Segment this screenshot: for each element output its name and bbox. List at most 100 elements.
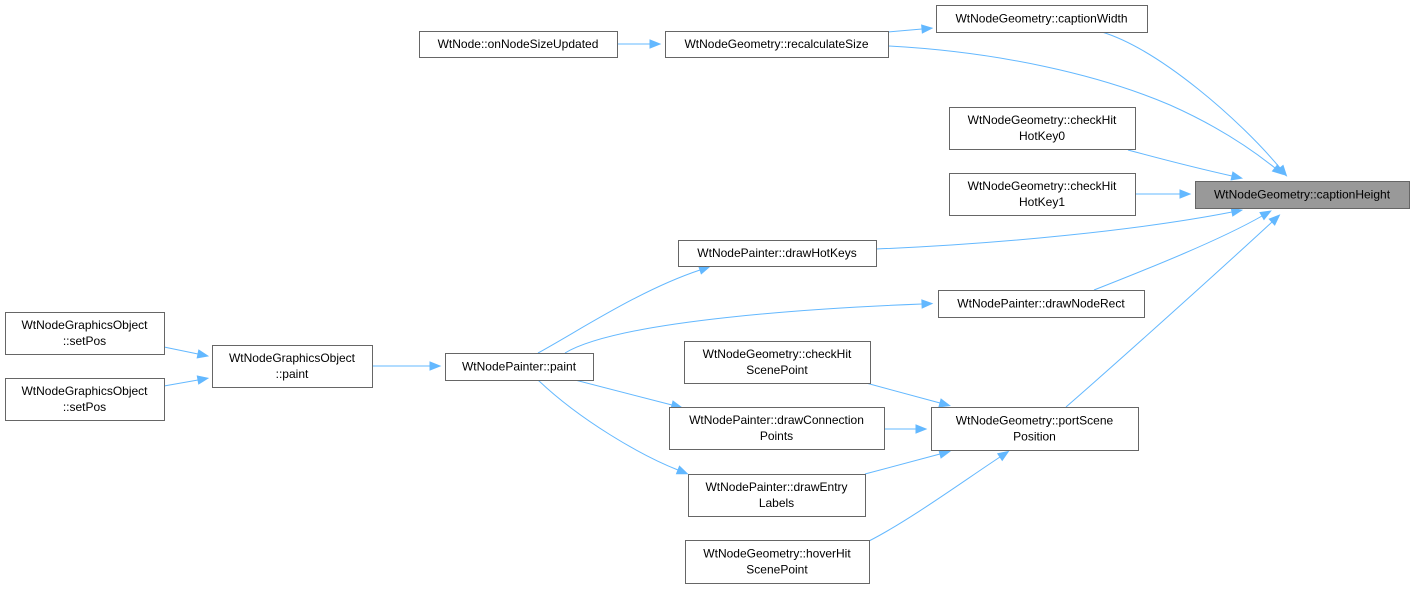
edge-draw_hotkeys-to-caption_height (875, 207, 1244, 250)
edge-line (887, 45, 1276, 169)
arrowhead (649, 39, 662, 49)
node-box[interactable] (685, 540, 870, 584)
node-label: WtNodeGeometry::checkHit (703, 347, 852, 361)
node-label: WtNodePainter::drawEntry (705, 480, 847, 494)
edge-paint_painter-to-draw_node_rect (564, 299, 934, 354)
node-caption-height[interactable]: WtNodeGeometry::captionHeight (1195, 181, 1410, 209)
arrowhead (429, 361, 442, 371)
edge-check_hit_hotkey1-to-caption_height (1135, 189, 1192, 199)
arrowhead (1179, 189, 1192, 199)
node-label: Position (1013, 430, 1056, 444)
node-box[interactable] (949, 173, 1136, 216)
arrowhead (698, 265, 711, 275)
edges-layer (163, 24, 1288, 542)
node-label: WtNodePainter::drawHotKeys (697, 246, 856, 260)
edge-draw_connection_points-to-port_scene_position (884, 424, 928, 434)
node-paint-painter[interactable]: WtNodePainter::paint (445, 353, 594, 381)
node-box[interactable] (419, 31, 618, 58)
node-box[interactable] (5, 312, 165, 355)
arrowhead (921, 24, 934, 34)
edge-hover_hit_scene_point-to-port_scene_position (868, 450, 1010, 542)
node-label: WtNodeGeometry::recalculateSize (684, 37, 868, 51)
node-label: ScenePoint (746, 363, 808, 377)
arrowhead (938, 449, 951, 459)
edge-paint_painter-to-draw_entry_labels (537, 379, 689, 475)
node-label: WtNodeGraphicsObject (21, 384, 148, 398)
node-set-pos-2[interactable]: WtNodeGraphicsObject::setPos (5, 378, 165, 421)
node-paint-graphics[interactable]: WtNodeGraphicsObject::paint (212, 345, 373, 388)
arrowhead (915, 424, 928, 434)
node-box[interactable] (5, 378, 165, 421)
edge-line (864, 453, 941, 475)
edge-draw_node_rect-to-caption_height (1093, 210, 1272, 291)
node-box[interactable] (936, 5, 1148, 33)
node-label: Points (760, 429, 793, 443)
node-label: ::paint (276, 367, 309, 381)
node-label: WtNodePainter::paint (462, 360, 577, 374)
arrowhead (196, 349, 210, 359)
arrowhead (1268, 214, 1281, 226)
node-box[interactable] (665, 31, 889, 58)
node-box[interactable] (445, 353, 594, 381)
edge-paint_painter-to-draw_hotkeys (537, 265, 711, 354)
edge-paint_graphics-to-paint_painter (372, 361, 442, 371)
edge-port_scene_position-to-caption_height (1065, 214, 1281, 408)
nodes-layer: WtNodeGeometry::captionHeightWtNodeGeome… (5, 5, 1410, 584)
node-draw-node-rect[interactable]: WtNodePainter::drawNodeRect (938, 290, 1145, 318)
node-label: ::setPos (63, 334, 106, 348)
node-set-pos-1[interactable]: WtNodeGraphicsObject::setPos (5, 312, 165, 355)
arrowhead (675, 465, 689, 475)
node-box[interactable] (212, 345, 373, 388)
edge-recalculate_size-to-caption_width (887, 24, 934, 34)
node-box[interactable] (949, 107, 1136, 150)
edge-line (887, 28, 923, 33)
arrowhead (196, 375, 210, 385)
edge-line (564, 303, 923, 354)
node-label: WtNodeGeometry::checkHit (968, 113, 1117, 127)
node-label: WtNodeGeometry::captionWidth (955, 12, 1127, 26)
node-label: ::setPos (63, 400, 106, 414)
node-label: WtNodeGraphicsObject (21, 318, 148, 332)
node-box[interactable] (684, 341, 871, 384)
edge-line (1093, 215, 1263, 291)
node-recalculate-size[interactable]: WtNodeGeometry::recalculateSize (665, 31, 889, 58)
arrowhead (1230, 207, 1244, 217)
edge-line (163, 379, 199, 387)
edge-line (1101, 31, 1281, 169)
node-caption-width[interactable]: WtNodeGeometry::captionWidth (936, 5, 1148, 33)
node-label: WtNodePainter::drawConnection (689, 413, 864, 427)
node-box[interactable] (669, 407, 885, 450)
node-label: WtNode::onNodeSizeUpdated (438, 37, 599, 51)
node-box[interactable] (1195, 181, 1410, 209)
arrowhead (1271, 163, 1284, 176)
edge-caption_width-to-caption_height (1101, 31, 1288, 177)
node-box[interactable] (678, 240, 877, 267)
arrowhead (996, 450, 1010, 462)
edge-line (537, 269, 701, 354)
node-box[interactable] (931, 407, 1139, 451)
node-box[interactable] (938, 290, 1145, 318)
edge-recalculate_size-to-caption_height (887, 45, 1284, 176)
node-on-node-size-updated[interactable]: WtNode::onNodeSizeUpdated (419, 31, 618, 58)
node-label: WtNodeGeometry::portScene (956, 414, 1114, 428)
edge-draw_entry_labels-to-port_scene_position (864, 449, 951, 475)
edge-on_node_size_updated-to-recalculate_size (617, 39, 662, 49)
arrowhead (921, 299, 934, 309)
node-label: HotKey1 (1019, 195, 1065, 209)
node-draw-hotkeys[interactable]: WtNodePainter::drawHotKeys (678, 240, 877, 267)
node-label: WtNodeGeometry::hoverHit (703, 547, 851, 561)
node-box[interactable] (688, 474, 866, 517)
node-label: ScenePoint (746, 563, 808, 577)
edge-line (865, 382, 941, 404)
edge-line (574, 379, 673, 406)
node-label: WtNodeGeometry::checkHit (968, 179, 1117, 193)
edge-set_pos_2-to-paint_graphics (163, 375, 210, 387)
